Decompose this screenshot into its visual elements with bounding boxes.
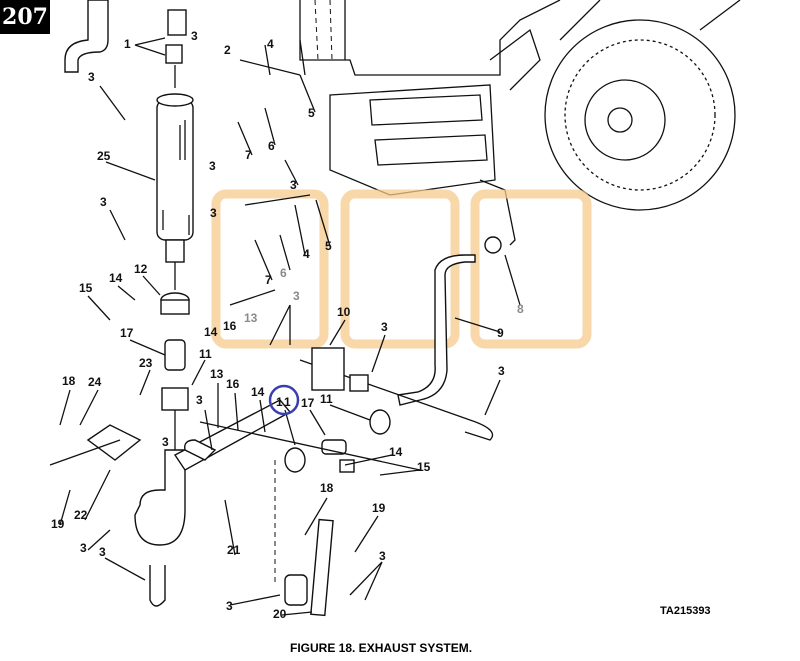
callout: 6 (268, 139, 275, 153)
callout: 3 (210, 206, 217, 220)
callout: 5 (325, 239, 332, 253)
callout: 4 (303, 247, 310, 261)
muffler (156, 9, 194, 290)
callout: 15 (79, 281, 93, 295)
callout: 15 (417, 460, 431, 474)
callout: 3 (379, 549, 386, 563)
callout: 3 (498, 364, 505, 378)
callout: 16 (223, 319, 237, 333)
figure-reference-code: TA215393 (660, 605, 711, 617)
mount-plate (311, 347, 345, 391)
tire (544, 0, 741, 211)
callout: 18 (320, 481, 334, 495)
callout: 18 (62, 374, 76, 388)
callout: 9 (497, 326, 504, 340)
callout: 5 (308, 106, 315, 120)
callout: 12 (134, 262, 148, 276)
callout: 3 (80, 541, 87, 555)
callout: 14 (389, 445, 403, 459)
callout: 3 (226, 599, 233, 613)
upper-pipe (64, 0, 109, 73)
vehicle-body (299, 0, 561, 246)
callout: 7 (265, 273, 272, 287)
exhaust-pipe (397, 254, 476, 406)
callout: 13 (244, 311, 258, 325)
callout: 3 (293, 289, 300, 303)
callout: 17 (301, 396, 315, 410)
callout: 19 (372, 501, 386, 515)
highlight-circle-marker (268, 384, 300, 416)
callout: 3 (99, 545, 106, 559)
callout: 10 (337, 305, 351, 319)
callout: 14 (204, 325, 218, 339)
callout: 14 (109, 271, 123, 285)
callout: 14 (251, 385, 265, 399)
callout: 11 (276, 395, 293, 409)
callout: 6 (280, 266, 287, 280)
callout: 13 (210, 367, 224, 381)
callout: 21 (227, 543, 241, 557)
callout: 8 (517, 302, 524, 316)
callout: 7 (245, 148, 252, 162)
callout: 3 (209, 159, 216, 173)
callout: 16 (226, 377, 240, 391)
callout: 4 (267, 37, 274, 51)
callout: 3 (381, 320, 388, 334)
callout: 11 (199, 347, 212, 361)
callout: 3 (196, 393, 203, 407)
callout-labels: 1 3 2 4 3 5 25 7 6 3 3 3 3 5 4 6 7 8 3 9… (51, 29, 524, 621)
callout: 19 (51, 517, 65, 531)
callout: 11 (320, 392, 333, 406)
callout: 1 (124, 37, 131, 51)
callout: 3 (88, 70, 95, 84)
leader-lines (59, 37, 521, 616)
page-number-badge: 207 (0, 0, 50, 34)
callout: 17 (120, 326, 134, 340)
callout: 3 (191, 29, 198, 43)
highlight-box-3 (470, 189, 592, 349)
callout: 3 (100, 195, 107, 209)
highlight-box-2 (340, 189, 460, 349)
callout: 24 (88, 375, 102, 389)
callout: 25 (97, 149, 111, 163)
callout: 3 (162, 435, 169, 449)
support-bracket (310, 518, 334, 617)
callout: 23 (139, 356, 153, 370)
callout: 2 (224, 43, 231, 57)
figure-title: FIGURE 18. EXHAUST SYSTEM. (290, 641, 472, 655)
callout: 20 (273, 607, 287, 621)
callout: 3 (290, 178, 297, 192)
callout: 22 (74, 508, 88, 522)
pipe-clamp (484, 236, 502, 254)
